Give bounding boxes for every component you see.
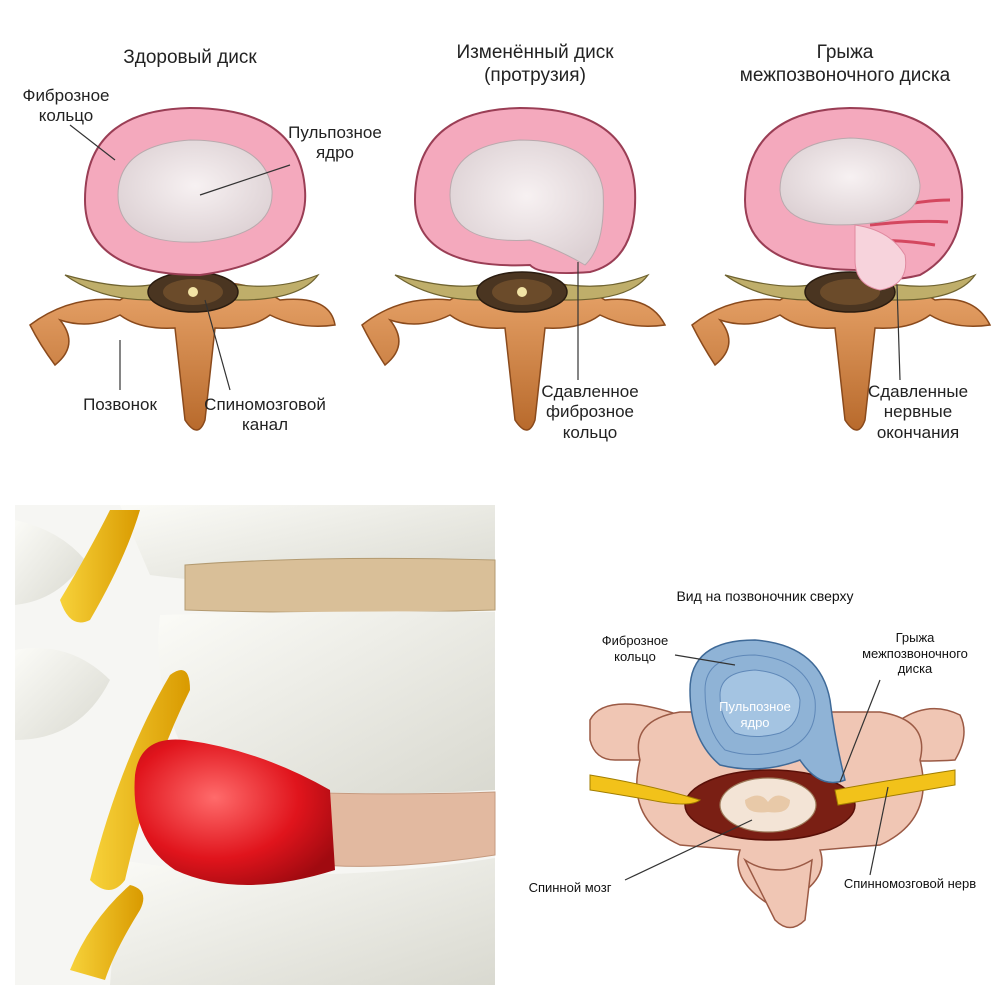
left-spinal-nerve: [589, 774, 702, 805]
label-top-nucleus: Пульпозное ядро: [719, 699, 791, 730]
right-spinal-nerve: [834, 769, 956, 806]
middle-vertebra: [158, 611, 495, 794]
hernia-disc-illustration: [691, 106, 992, 431]
spinal-cord-center-2: [517, 287, 527, 297]
leader-canal-1: [204, 299, 231, 391]
leader-nucleus-1: [199, 164, 291, 196]
left-bone-upper: [15, 520, 85, 605]
spinous-process: [743, 857, 813, 929]
leader-top-cord: [624, 819, 753, 881]
label-spinal-canal: Спиномозговой канал: [204, 395, 326, 435]
label-fibrous-ring-1: Фиброзное кольцо: [22, 86, 110, 126]
title-hernia: Грыжа межпозвоночного диска: [739, 42, 951, 86]
herniated-nucleus-3: [854, 224, 907, 291]
spinal-cord-core-3: [820, 279, 880, 305]
label-vertebra: Позвонок: [83, 395, 157, 414]
leader-top-fibrous: [674, 654, 736, 666]
spinal-cord-center-1: [188, 287, 198, 297]
label-compressed-nerves: Сдавленные нервные окончания: [867, 382, 969, 442]
label-spinal-cord: Спинной мозг: [528, 880, 612, 895]
nerve-root-upper: [60, 510, 140, 623]
leader-top-hernia: [839, 679, 881, 783]
label-spinal-nerve: Спинномозговой нерв: [843, 876, 977, 891]
gray-matter-top: [745, 795, 790, 813]
title-healthy-disc: Здоровый диск: [123, 47, 257, 68]
nucleus-pulposus-2: [449, 139, 604, 266]
lower-vertebra: [110, 858, 495, 985]
nerve-root-lower: [70, 885, 144, 980]
disc-ring-line: [704, 654, 816, 756]
leader-nerves-3: [896, 284, 901, 381]
label-nucleus-1: Пульпозное ядро: [288, 123, 382, 163]
protrusion-disc-illustration: [361, 106, 667, 431]
nucleus-pulposus-3: [779, 137, 921, 226]
title-protrusion: Изменённый диск (протрузия): [456, 42, 614, 86]
leader-top-nerve: [869, 786, 889, 876]
healthy-disc-illustration: [29, 106, 336, 431]
leader-fibrous-1: [69, 124, 116, 161]
label-top-fibrous: Фиброзное кольцо: [601, 633, 669, 664]
red-herniation: [134, 739, 335, 885]
label-compressed-annulus: Сдавленное фиброзное кольцо: [541, 382, 639, 442]
title-top-view: Вид на позвоночник сверху: [676, 588, 854, 604]
nucleus-pulposus-1: [117, 139, 273, 243]
label-top-hernia: Грыжа межпозвоночного диска: [862, 630, 968, 677]
nucleus-top-view: [719, 669, 801, 737]
left-bone-middle: [15, 648, 110, 740]
upper-disc: [184, 557, 496, 613]
top-view-illustration: [589, 639, 965, 929]
hernia-3d-illustration: [15, 505, 496, 985]
